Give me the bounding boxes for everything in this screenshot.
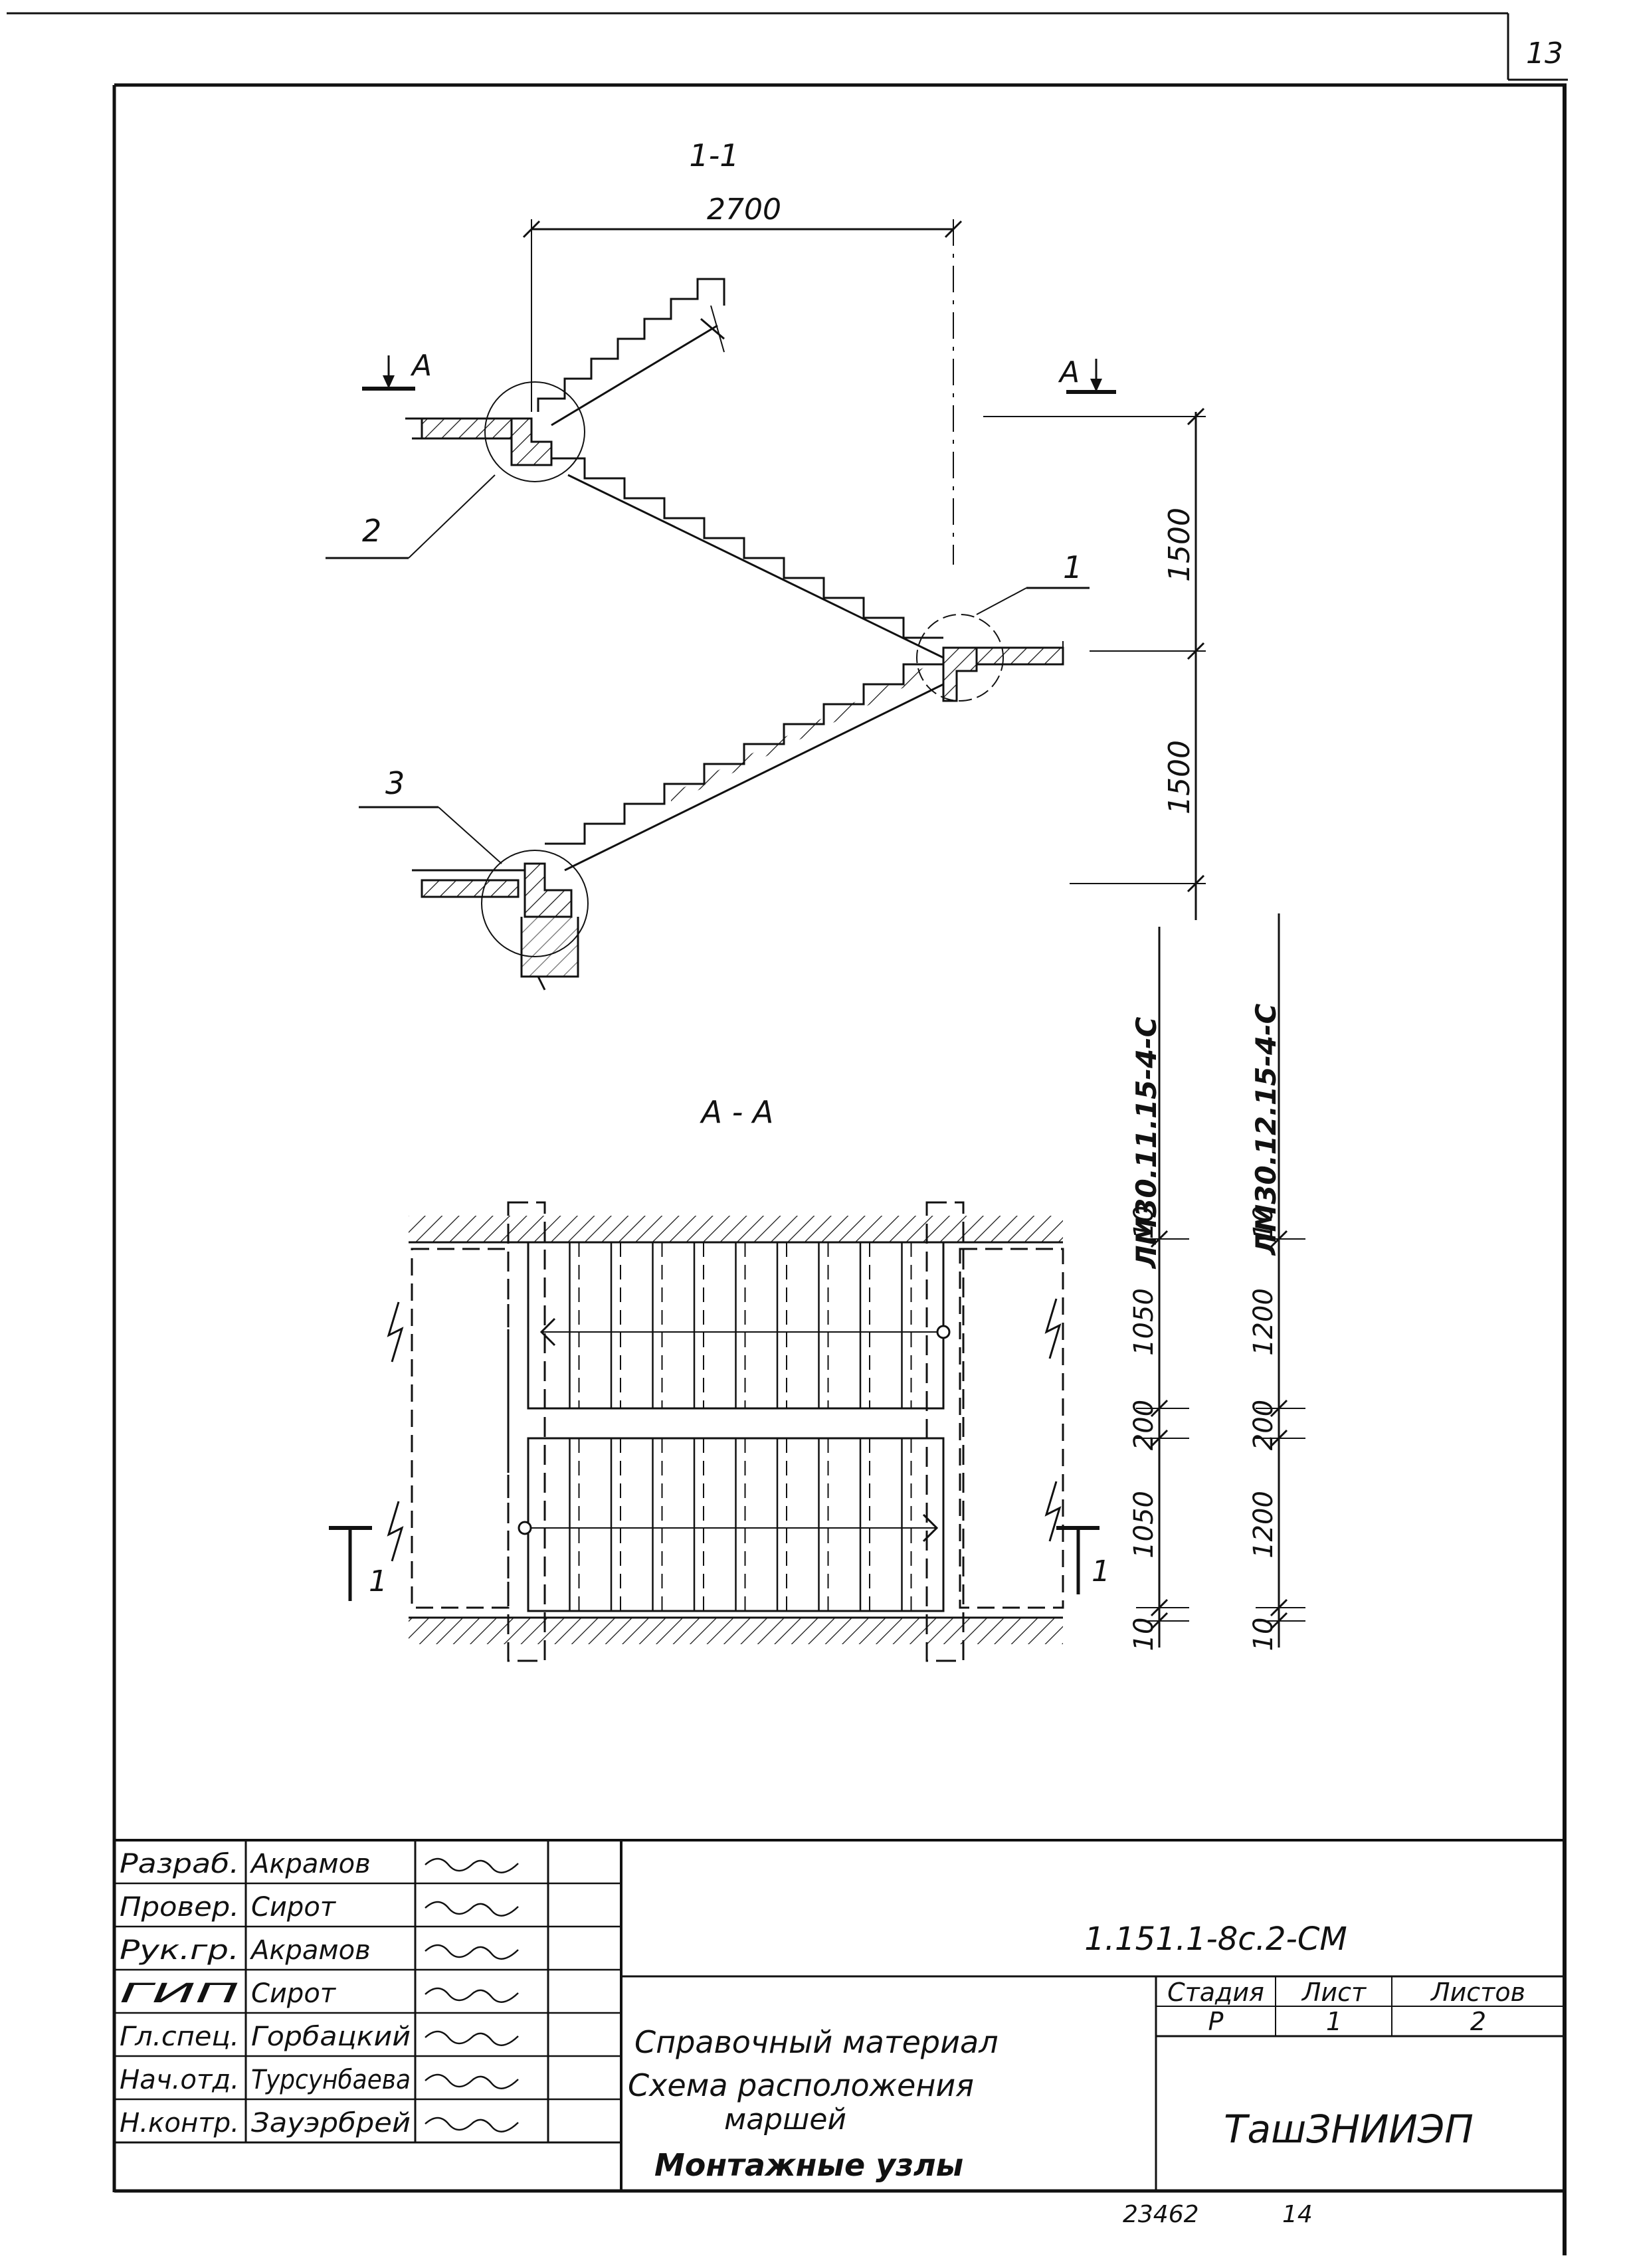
- detail-circle-3: [481, 850, 589, 957]
- flight-label-right: ЛМ30.12.15-4-С: [1250, 1003, 1282, 1256]
- break-line-left-top: [387, 1301, 404, 1363]
- document-code: 1.151.1-8с.2-СМ: [1084, 1921, 1347, 1958]
- lower-flight: [545, 663, 944, 872]
- dim-left-5: 10: [1129, 1618, 1159, 1652]
- callout-1-label: 1: [1063, 549, 1082, 585]
- section-1-1: 1-1 2700 A A: [326, 138, 1206, 991]
- dim-left-2: 1050: [1129, 1288, 1159, 1356]
- title-block-name: Горбацкий: [251, 2022, 411, 2052]
- dim-chain-left: ЛМ30.11.15-4-С 10 1050 200 1050 10: [1129, 927, 1189, 1651]
- column-right: [925, 1201, 965, 1662]
- signature: [425, 1944, 519, 1960]
- dim-right-4: 1200: [1248, 1491, 1279, 1559]
- organization: ТашЗНИИЭП: [1224, 2107, 1474, 2152]
- dim-left-4: 1050: [1129, 1491, 1159, 1559]
- dim-left-1: 10: [1129, 1206, 1159, 1240]
- landing-left: [411, 1248, 510, 1609]
- title-block-role: Нач.отд.: [120, 2065, 239, 2095]
- section-1-1-title: 1-1: [689, 138, 739, 173]
- dim-chain-right: ЛМ30.12.15-4-С 10 1200 200 1200 10: [1248, 913, 1305, 1651]
- signature: [425, 1987, 519, 2003]
- callout-2: 2: [326, 474, 496, 559]
- callout-3-label: 3: [385, 765, 405, 801]
- detail-circle-2: [484, 381, 585, 482]
- middle-flight: [551, 457, 944, 659]
- page-number: 13: [1526, 37, 1563, 70]
- landing-right: [959, 1248, 1064, 1609]
- dim-upper: 1500: [1163, 508, 1196, 582]
- cut-mark-a-left-label: A: [410, 349, 432, 383]
- detail-circle-1: [916, 614, 1004, 702]
- dim-right-3: 200: [1248, 1400, 1279, 1450]
- dim-right-5: 10: [1248, 1618, 1279, 1652]
- sheet-header: Лист: [1301, 1978, 1367, 2007]
- title-block-name: Сирот: [251, 1978, 337, 2009]
- section-a-a-title: A - A: [700, 1094, 774, 1130]
- sheets-header: Листов: [1430, 1978, 1525, 2007]
- title-block-role: Разраб.: [120, 1849, 239, 1879]
- callout-2-label: 2: [362, 513, 381, 549]
- cut-mark-1-left: 1: [329, 1526, 387, 1601]
- dim-right-2: 1200: [1248, 1288, 1279, 1356]
- cut-mark-a-right: A: [1058, 355, 1116, 394]
- cut-mark-1-left-label: 1: [369, 1564, 387, 1598]
- break-line-left-bottom: [387, 1501, 404, 1562]
- title-block-name: Турсунбаева: [251, 2065, 411, 2095]
- flight-upper-plan: [527, 1241, 951, 1410]
- title-block-role: Гл.спец.: [120, 2022, 239, 2052]
- title-block-name: Зауэрбрей: [251, 2108, 411, 2138]
- sheets-value: 2: [1470, 2007, 1486, 2036]
- dim-span: 2700: [707, 193, 781, 227]
- desc-line-1: Справочный материал: [634, 2024, 999, 2060]
- cut-mark-1-right: 1: [1056, 1526, 1110, 1594]
- lower-landing: [412, 862, 579, 991]
- cut-mark-1-right-label: 1: [1092, 1555, 1110, 1588]
- section-a-a: A - A: [329, 913, 1305, 1662]
- break-line-right-bottom: [1044, 1481, 1062, 1542]
- signature: [425, 1901, 519, 1917]
- bottom-note-2: 14: [1282, 2201, 1313, 2228]
- flight-label-left: ЛМ30.11.15-4-С: [1130, 1016, 1163, 1270]
- column-left: [507, 1201, 546, 1662]
- title-block-name: Акрамов: [249, 1849, 371, 1879]
- title-block-name: Акрамов: [249, 1935, 371, 1966]
- desc-line-4: Монтажные узлы: [654, 2147, 963, 2183]
- signature: [425, 2073, 519, 2089]
- title-block-role: Провер.: [120, 1892, 239, 1923]
- title-block-role: Н.контр.: [120, 2108, 239, 2138]
- sheet-value: 1: [1326, 2007, 1342, 2036]
- dim-right-1: 10: [1248, 1206, 1279, 1240]
- bottom-note: 23462: [1123, 2201, 1199, 2228]
- upper-flight: [537, 278, 725, 426]
- flight-lower-plan: [518, 1437, 945, 1612]
- title-block-name: Сирот: [251, 1892, 337, 1923]
- dimension-2700: 2700: [522, 193, 963, 565]
- stage-value: Р: [1208, 2007, 1224, 2036]
- dim-lower: 1500: [1163, 740, 1196, 814]
- signature: [425, 1857, 519, 1873]
- cut-mark-a-right-label: A: [1058, 355, 1080, 389]
- title-block: Разраб.АкрамовПровер.СиротРук.гр.Акрамов…: [114, 1839, 1565, 2191]
- mid-landing: [942, 641, 1064, 702]
- dim-left-3: 200: [1129, 1400, 1159, 1450]
- callout-1: 1: [976, 549, 1090, 615]
- wall-top: [409, 1216, 1063, 1242]
- stage-header: Стадия: [1167, 1978, 1264, 2007]
- signature: [425, 2117, 519, 2132]
- upper-landing: [405, 417, 553, 466]
- dimension-vertical-1500: 1500 1500: [983, 407, 1206, 920]
- title-block-role: ГИП: [120, 1978, 239, 2009]
- callout-3: 3: [359, 765, 502, 864]
- signature: [425, 2030, 519, 2046]
- cut-mark-a-left: A: [362, 349, 432, 391]
- desc-line-3: маршей: [724, 2103, 846, 2136]
- sheet-frame: [7, 12, 1568, 2255]
- desc-line-2: Схема расположения: [628, 2067, 974, 2103]
- title-block-role: Рук.гр.: [120, 1935, 239, 1966]
- wall-bottom: [409, 1618, 1063, 1644]
- break-line-right-top: [1044, 1298, 1062, 1359]
